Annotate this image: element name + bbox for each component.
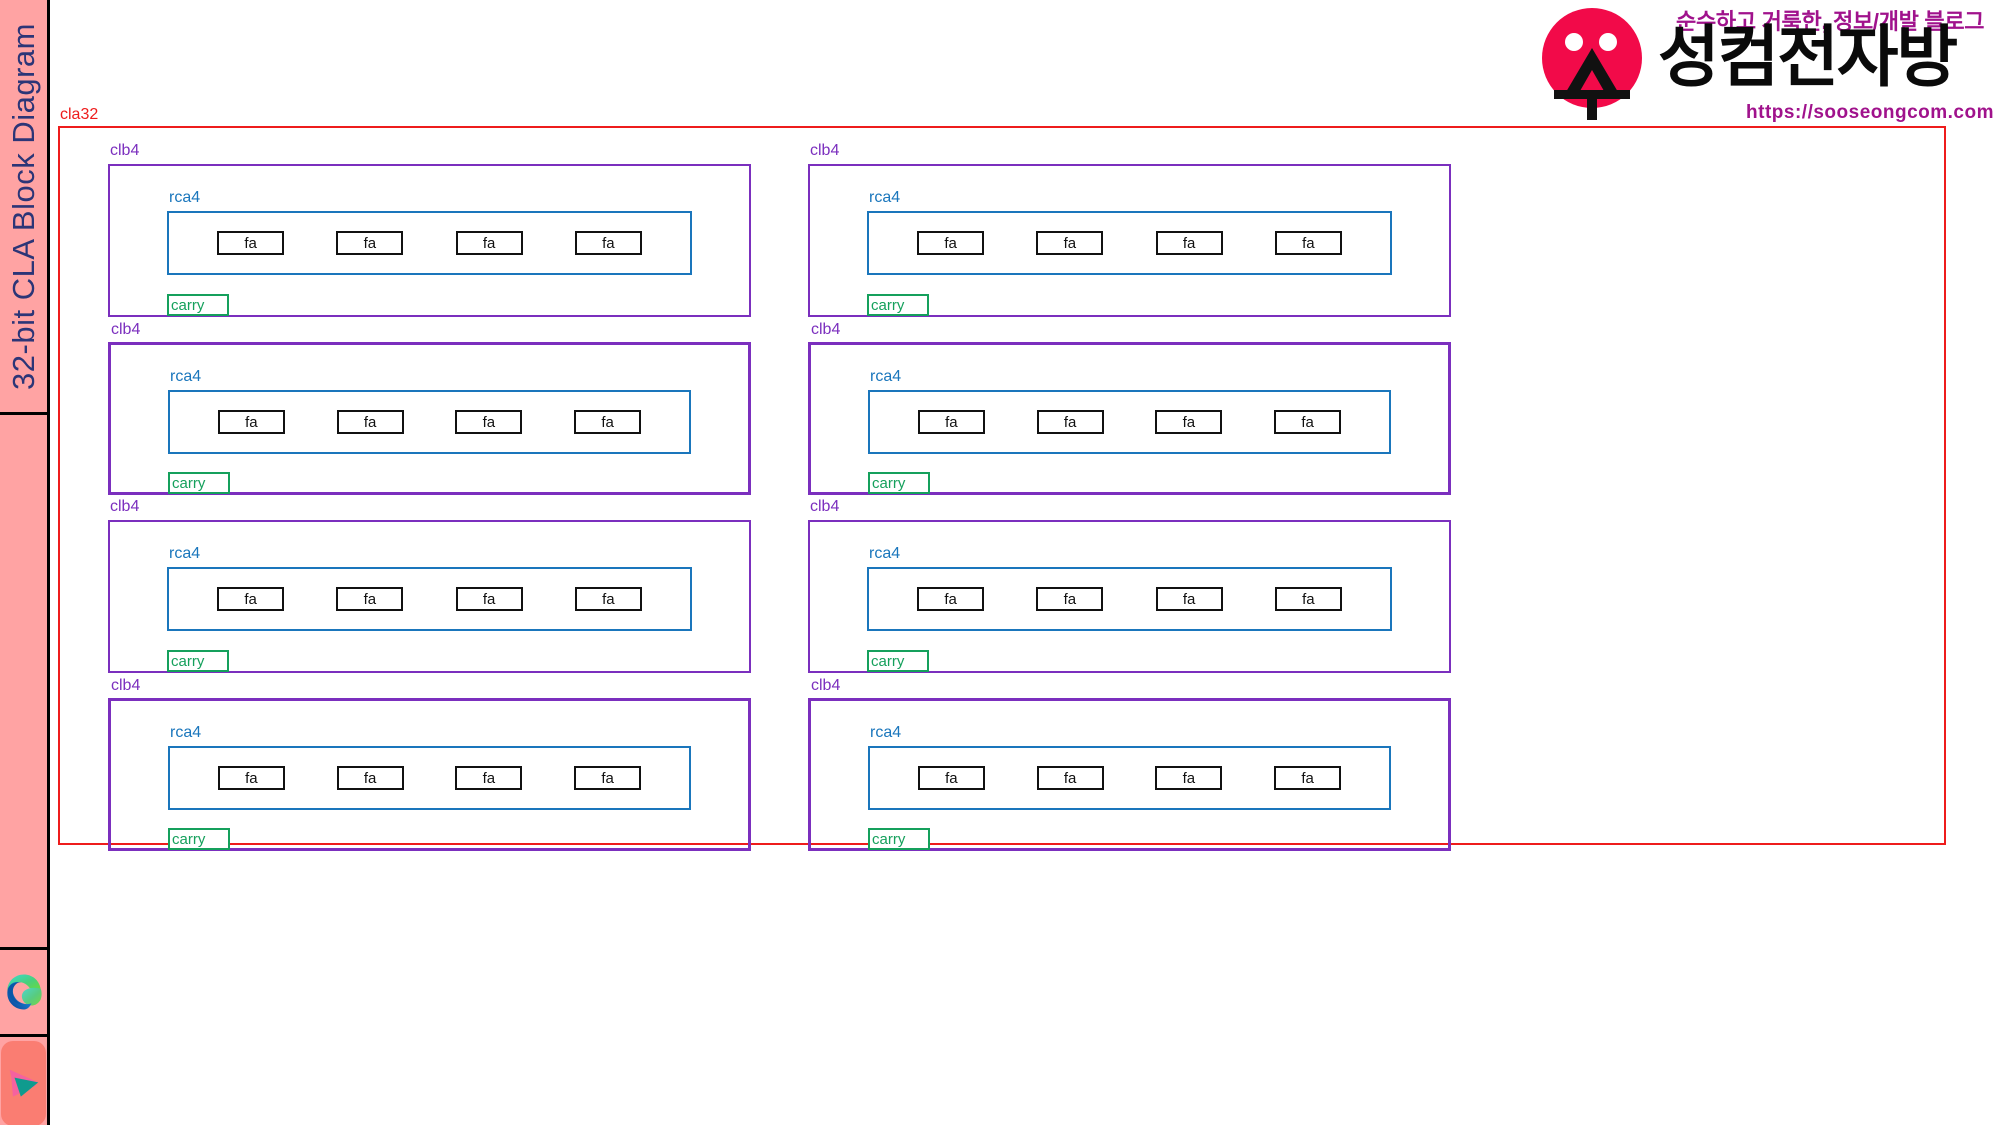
media-player-icon — [9, 1069, 38, 1097]
fa-block: fa — [455, 587, 523, 611]
fa-block: fa — [217, 587, 285, 611]
fa-row: fa fa fa fa — [170, 392, 689, 452]
fa-block: fa — [917, 231, 985, 255]
carry-box: carry — [867, 294, 929, 316]
fa-block: fa — [1274, 766, 1342, 790]
media-player-tile — [1, 1041, 46, 1125]
clb4-label: clb4 — [111, 321, 141, 338]
fa-block: fa — [336, 766, 404, 790]
site-logo: 순수하고 거룩한, 정보/개발 블로그 성컴전자방 https://sooseo… — [1526, 2, 1996, 128]
clb4-label: clb4 — [811, 677, 841, 694]
fa-row: fa fa fa fa — [870, 392, 1389, 452]
clb4-block: clb4 rca4 fa fa fa fa carry — [808, 677, 1451, 851]
smiley-face-logo-icon — [1542, 8, 1642, 120]
clb4-block: clb4 rca4 fa fa fa fa carry — [108, 321, 751, 495]
fa-row: fa fa fa fa — [869, 569, 1390, 629]
carry-box: carry — [167, 650, 229, 672]
fa-row: fa fa fa fa — [869, 213, 1390, 273]
fa-row: fa fa fa fa — [169, 569, 690, 629]
taskbar — [0, 950, 47, 1125]
fa-block: fa — [1036, 410, 1104, 434]
carry-box: carry — [167, 294, 229, 316]
rca4-container: rca4 fa fa fa fa — [867, 545, 1392, 631]
clb4-grid: clb4 rca4 fa fa fa fa carry clb4 rca4 fa fa fa fa car… — [60, 128, 1944, 851]
sidebar-spacer — [0, 415, 47, 950]
clb4-block: clb4 rca4 fa fa fa fa carry — [808, 498, 1451, 673]
rca4-label: rca4 — [869, 189, 901, 206]
rca4-container: rca4 fa fa fa fa — [167, 545, 692, 631]
cla32-label: cla32 — [60, 106, 99, 123]
logo-tagline: 순수하고 거룩한, 정보/개발 블로그 — [1676, 9, 1985, 34]
carry-box: carry — [868, 472, 930, 494]
rca4-label: rca4 — [869, 545, 901, 562]
fa-block: fa — [217, 410, 285, 434]
rca4-label: rca4 — [870, 368, 902, 385]
fa-block: fa — [455, 766, 523, 790]
rca4-label: rca4 — [870, 724, 902, 741]
fa-block: fa — [1036, 587, 1104, 611]
page-title: 32-bit CLA Block Diagram — [5, 22, 41, 390]
fa-block: fa — [1036, 231, 1104, 255]
fa-row: fa fa fa fa — [170, 748, 689, 808]
fa-block: fa — [336, 587, 404, 611]
fa-block: fa — [574, 587, 642, 611]
fa-block: fa — [917, 410, 985, 434]
rca4-label: rca4 — [170, 368, 202, 385]
fa-row: fa fa fa fa — [169, 213, 690, 273]
fa-block: fa — [1274, 410, 1342, 434]
clb4-label: clb4 — [110, 142, 140, 159]
carry-box: carry — [867, 650, 929, 672]
fa-block: fa — [574, 231, 642, 255]
rca4-label: rca4 — [170, 724, 202, 741]
rca4-container: rca4 fa fa fa fa — [868, 368, 1391, 454]
microsoft-edge-icon — [6, 974, 42, 1010]
fa-block: fa — [1274, 587, 1342, 611]
fa-block: fa — [917, 766, 985, 790]
sidebar: 32-bit CLA Block Diagram — [0, 0, 50, 1125]
fa-block: fa — [1155, 587, 1223, 611]
rca4-container: rca4 fa fa fa fa — [868, 724, 1391, 810]
fa-block: fa — [1155, 410, 1223, 434]
fa-block: fa — [455, 410, 523, 434]
clb4-label: clb4 — [810, 498, 840, 515]
clb4-block: clb4 rca4 fa fa fa fa carry — [108, 677, 751, 851]
fa-block: fa — [574, 410, 642, 434]
clb4-block: clb4 rca4 fa fa fa fa carry — [108, 498, 751, 673]
fa-block: fa — [917, 587, 985, 611]
clb4-block: clb4 rca4 fa fa fa fa carry — [808, 142, 1451, 317]
clb4-block: clb4 rca4 fa fa fa fa carry — [808, 321, 1451, 495]
fa-block: fa — [455, 231, 523, 255]
fa-block: fa — [574, 766, 642, 790]
rca4-label: rca4 — [169, 545, 201, 562]
fa-block: fa — [336, 231, 404, 255]
fa-block: fa — [336, 410, 404, 434]
fa-block: fa — [217, 231, 285, 255]
carry-box: carry — [168, 472, 230, 494]
taskbar-item-media-player[interactable] — [0, 1040, 47, 1125]
fa-block: fa — [1155, 231, 1223, 255]
logo-url: https://sooseongcom.com — [1746, 102, 1994, 123]
fa-block: fa — [1036, 766, 1104, 790]
rca4-container: rca4 fa fa fa fa — [167, 189, 692, 275]
fa-block: fa — [217, 766, 285, 790]
clb4-label: clb4 — [810, 142, 840, 159]
clb4-label: clb4 — [111, 677, 141, 694]
fa-block: fa — [1155, 766, 1223, 790]
logo-wordmark: 성컴전자방 — [1658, 20, 1958, 95]
rca4-container: rca4 fa fa fa fa — [168, 368, 691, 454]
clb4-label: clb4 — [110, 498, 140, 515]
carry-box: carry — [868, 828, 930, 850]
sidebar-title-cell: 32-bit CLA Block Diagram — [0, 0, 47, 415]
rca4-container: rca4 fa fa fa fa — [168, 724, 691, 810]
carry-box: carry — [168, 828, 230, 850]
fa-row: fa fa fa fa — [870, 748, 1389, 808]
rca4-label: rca4 — [169, 189, 201, 206]
taskbar-item-microsoft-edge[interactable] — [0, 950, 47, 1037]
fa-block: fa — [1274, 231, 1342, 255]
clb4-block: clb4 rca4 fa fa fa fa carry — [108, 142, 751, 317]
rca4-container: rca4 fa fa fa fa — [867, 189, 1392, 275]
clb4-label: clb4 — [811, 321, 841, 338]
